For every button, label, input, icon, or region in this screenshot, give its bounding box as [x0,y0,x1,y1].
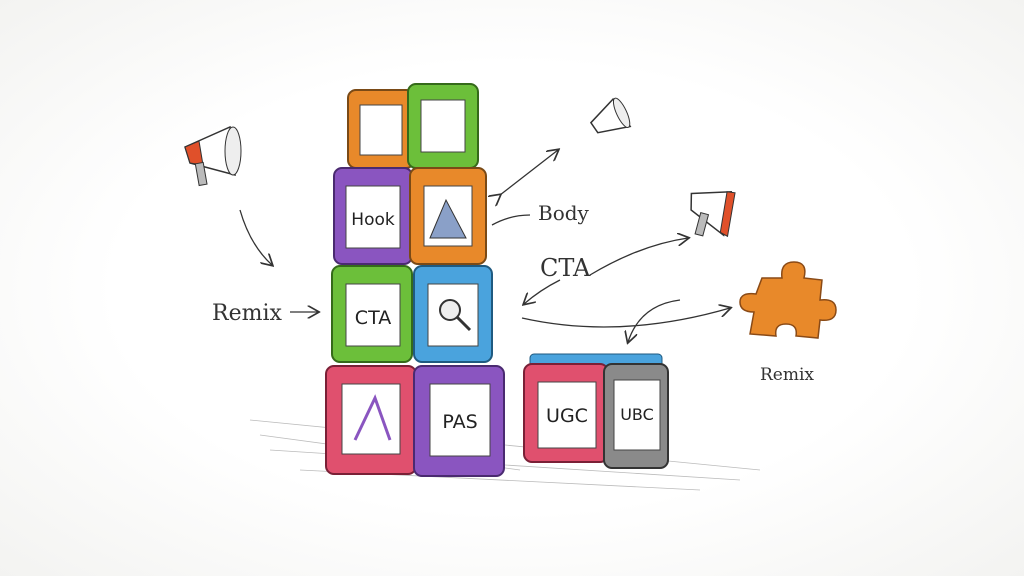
block-label-ugc: UGC [546,405,588,427]
block-green-top [407,83,479,169]
megaphone-icon [589,97,632,134]
arrow-icon [500,150,558,195]
arrows [239,150,730,342]
arrow-icon [524,279,561,304]
block-orange-top [347,89,415,169]
block-ubc: UBC [603,363,669,469]
block-label-ubc: UBC [620,405,654,424]
block-label-hook: Hook [351,210,395,230]
arrow-icon [491,214,531,226]
label-cta: CTA [540,254,591,282]
block-orange-mid [409,167,487,265]
block-ugc: UGC [523,353,663,463]
label-remix-left: Remix [212,301,282,326]
arrow-icon [589,238,688,276]
block-hook: Hook [333,167,413,265]
label-body: Body [538,201,590,225]
puzzle-piece-icon [739,261,837,339]
arrow-icon [239,209,272,265]
block-label-cta: CTA [355,307,391,329]
arrow-icon [521,308,730,328]
block-cta: CTA [331,265,413,363]
block-pink-bottom [325,365,417,475]
block-blue [413,265,493,363]
megaphone-icon [184,125,242,187]
megaphone-icon [690,190,736,238]
block-label-pas: PAS [442,411,477,433]
block-pas: PAS [413,365,505,477]
magnifier-icon [439,299,472,332]
label-remix-right: Remix [760,365,814,385]
arrow-icon [628,299,681,342]
